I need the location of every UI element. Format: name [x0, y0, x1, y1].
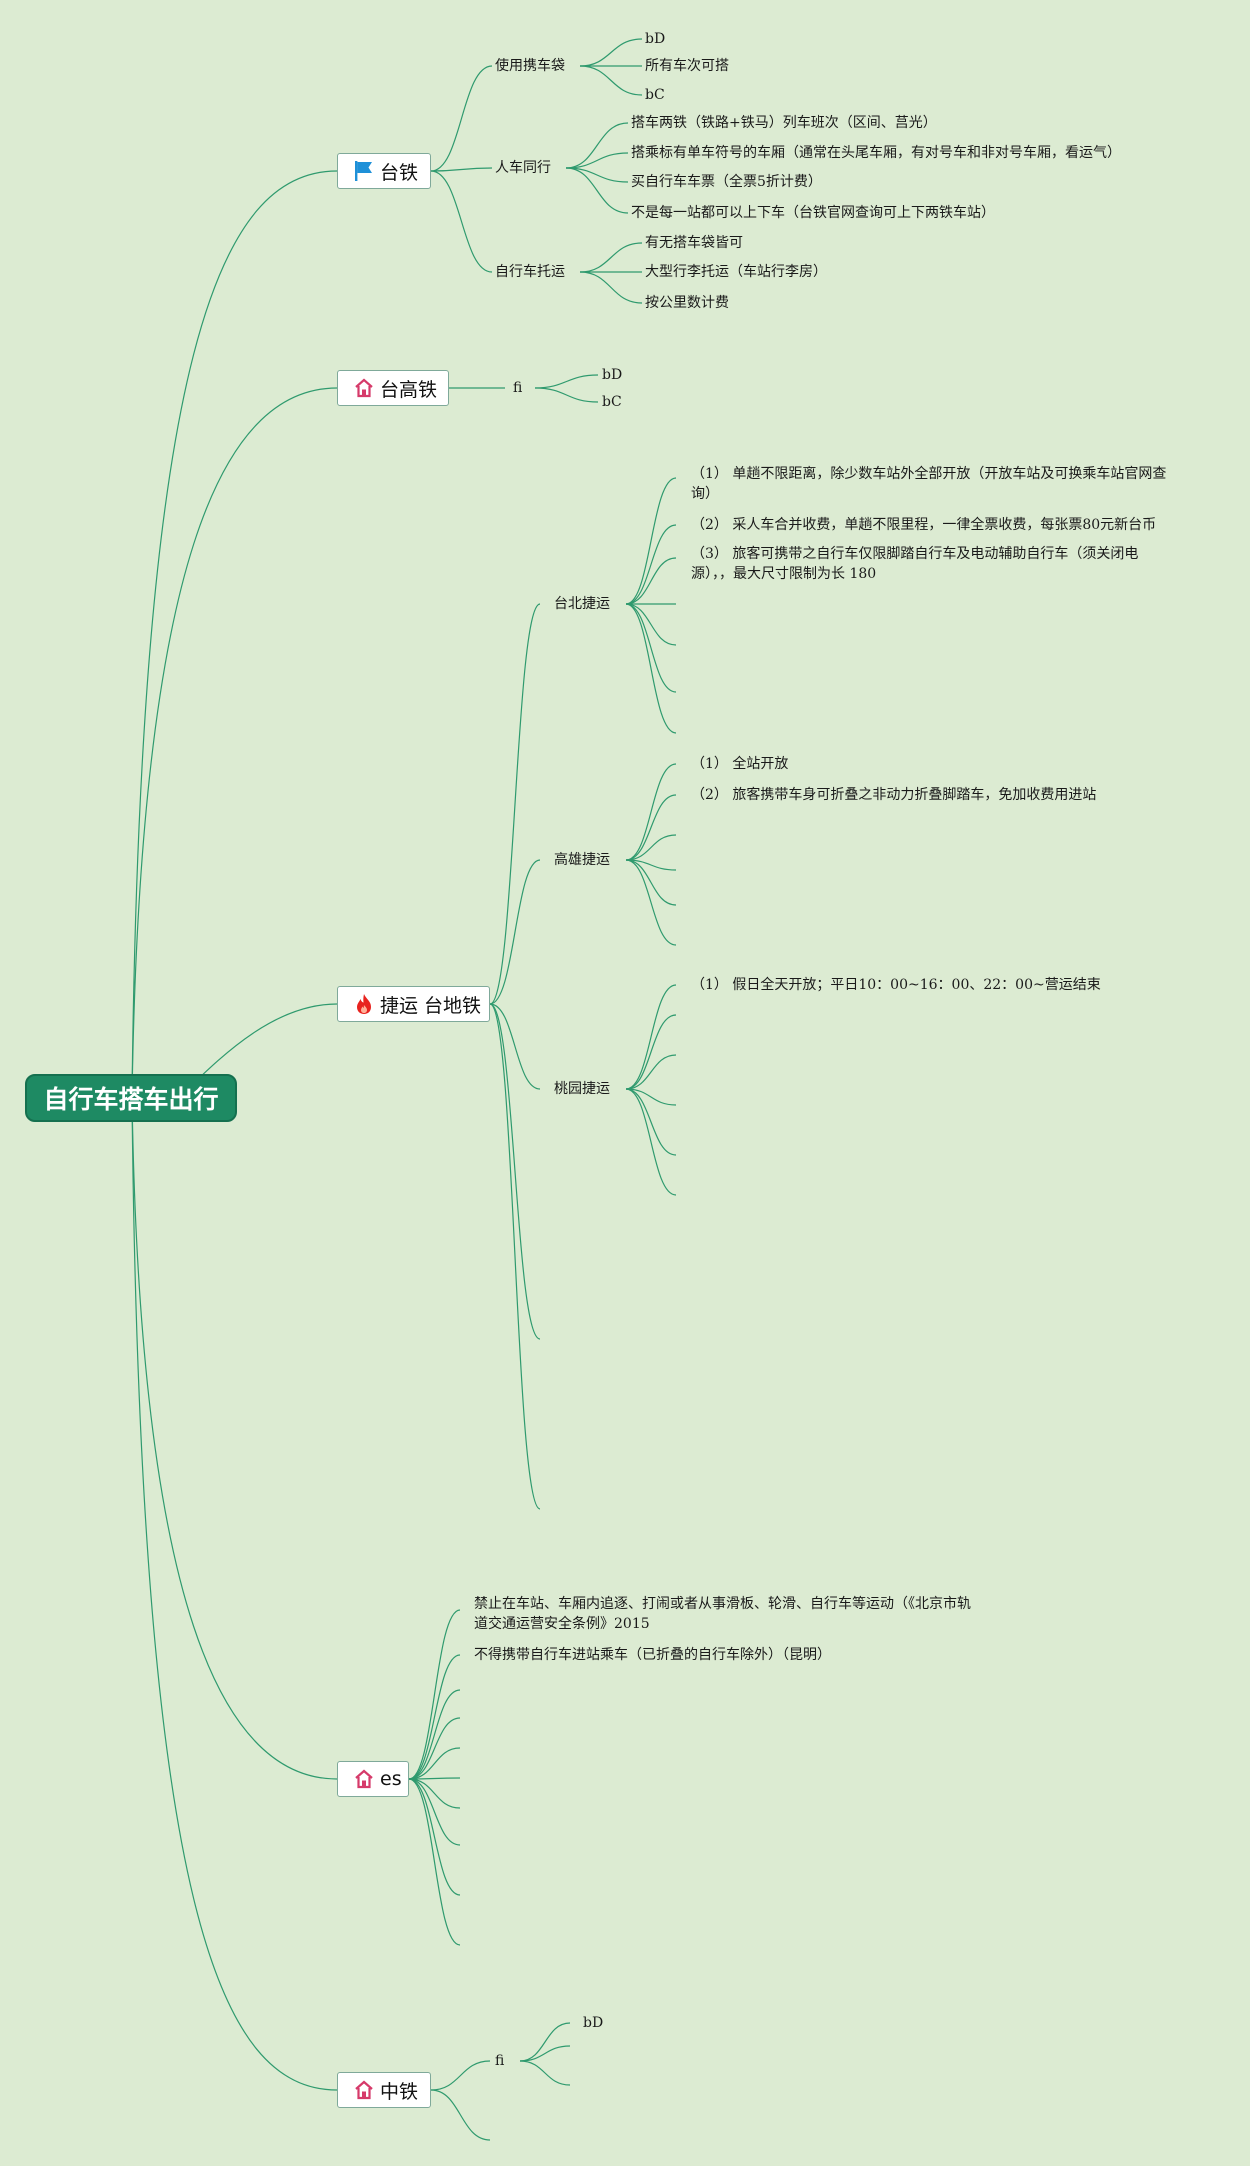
- home-icon: [355, 1769, 373, 1789]
- connector-line: [408, 1778, 461, 1896]
- topic-label: es: [380, 1768, 402, 1790]
- subtopic-bag[interactable]: 使用携车袋: [495, 58, 565, 74]
- leaf[interactable]: 禁止在车站、车厢内追逐、打闹或者从事滑板、轮滑、自行车等运动（《北京市轨道交通运…: [474, 1596, 971, 1632]
- topic-zhongtie[interactable]: 中铁: [337, 2072, 431, 2108]
- leaf[interactable]: 搭车两铁（铁路+铁马）列车班次（区间、莒光）: [631, 115, 937, 131]
- connector-line: [430, 65, 493, 172]
- subtopic-taoyuan[interactable]: 桃园捷运: [554, 1081, 610, 1097]
- connector-line: [625, 1088, 677, 1196]
- home-icon: [355, 378, 373, 398]
- connector-line: [534, 374, 599, 389]
- topic-jieyun[interactable]: 捷运 台地铁: [337, 986, 490, 1022]
- connector-line: [408, 1778, 461, 1846]
- connector-line: [625, 1088, 677, 1106]
- connector-line: [430, 170, 493, 273]
- connector-line: [489, 603, 541, 1005]
- topic-label: 中铁: [380, 2080, 419, 2103]
- leaf[interactable]: （2） 采人车合并收费，单趟不限里程，一律全票收费，每张票80元新台币: [691, 517, 1157, 533]
- connector-line: [625, 859, 677, 946]
- leaf[interactable]: （1） 假日全天开放；平日10：00~16：00、22：00~营运结束: [691, 977, 1101, 993]
- connector-line: [430, 167, 493, 172]
- connector-line: [579, 65, 643, 96]
- connector-line: [408, 1609, 461, 1780]
- connector-line: [579, 271, 643, 304]
- topic-taitie[interactable]: 台铁: [337, 153, 431, 189]
- connector-line: [430, 2089, 491, 2141]
- connector-line: [625, 477, 677, 605]
- topic-es[interactable]: es: [337, 1761, 409, 1797]
- connector-line: [534, 387, 599, 403]
- leaf[interactable]: bD: [602, 367, 623, 383]
- leaf[interactable]: bC: [602, 394, 622, 410]
- leaf[interactable]: 按公里数计费: [645, 295, 729, 311]
- connector-line: [519, 2022, 571, 2062]
- connector-line: [579, 242, 643, 273]
- root-topic[interactable]: 自行车搭车出行: [25, 1074, 237, 1122]
- connector-line: [408, 1778, 461, 1946]
- leaf[interactable]: 搭乘标有单车符号的车厢（通常在头尾车厢，有对号车和非对号车厢，看运气）: [631, 145, 1121, 161]
- connector-line: [565, 152, 629, 169]
- leaf[interactable]: 买自行车车票（全票5折计费）: [631, 174, 822, 190]
- leaf[interactable]: （1） 全站开放: [691, 756, 789, 772]
- fire-icon: [357, 994, 371, 1014]
- connector-line: [625, 557, 677, 605]
- topic-label: 台高铁: [380, 378, 438, 401]
- connector-line: [625, 859, 677, 906]
- connector-line: [625, 603, 677, 646]
- leaf[interactable]: 不是每一站都可以上下车（台铁官网查询可上下两铁车站）: [631, 205, 995, 221]
- connector-line: [625, 603, 677, 734]
- leaf[interactable]: 不得携带自行车进站乘车（已折叠的自行车除外）（昆明）: [474, 1647, 831, 1663]
- subtopic-fi[interactable]: fi: [513, 380, 523, 396]
- connector-line: [625, 763, 677, 861]
- connector-line: [565, 167, 629, 214]
- connector-line: [625, 524, 677, 605]
- connector-line: [625, 984, 677, 1090]
- connector-line: [408, 1689, 461, 1780]
- connector-line: [489, 1003, 541, 1510]
- leaf[interactable]: （3） 旅客可携带之自行车仅限脚踏自行车及电动辅助自行车（须关闭电源），，最大尺…: [691, 546, 1139, 582]
- topic-label: 台铁: [380, 161, 419, 184]
- topic-taigaotie[interactable]: 台高铁: [337, 370, 449, 406]
- leaf[interactable]: 有无搭车袋皆可: [645, 235, 743, 251]
- connector-line: [519, 2045, 571, 2062]
- connector-line: [579, 38, 643, 67]
- leaf[interactable]: bC: [645, 87, 665, 103]
- connector-line: [625, 1054, 677, 1090]
- leaf[interactable]: bD: [645, 31, 666, 47]
- connector-line: [489, 1003, 541, 1090]
- connector-line: [131, 170, 338, 1099]
- connector-line: [408, 1747, 461, 1780]
- connector-line: [625, 603, 677, 693]
- connector-line: [625, 1088, 677, 1156]
- subtopic-kaohsiung[interactable]: 高雄捷运: [554, 852, 610, 868]
- connector-line: [625, 1014, 677, 1090]
- connector-line: [625, 794, 677, 861]
- connector-line: [131, 1097, 338, 2091]
- connector-line: [489, 859, 541, 1005]
- connector-line: [408, 1778, 461, 1809]
- connector-line: [131, 387, 338, 1099]
- connector-line: [408, 1654, 461, 1780]
- connector-line: [519, 2060, 571, 2086]
- home-icon: [355, 2080, 373, 2100]
- subtopic-consign[interactable]: 自行车托运: [495, 264, 565, 280]
- leaf[interactable]: bD: [583, 2015, 604, 2031]
- leaf[interactable]: （2） 旅客携带车身可折叠之非动力折叠脚踏车，免加收费用进站: [691, 787, 1097, 803]
- connector-line: [430, 2060, 491, 2091]
- topic-label: 捷运 台地铁: [380, 994, 482, 1017]
- connector-line: [131, 1097, 338, 1780]
- connector-line: [625, 834, 677, 861]
- connector-line: [408, 1717, 461, 1780]
- leaf[interactable]: （1） 单趟不限距离，除少数车站外全部开放（开放车站及可换乘车站官网查询）: [691, 466, 1167, 502]
- leaf[interactable]: 大型行李托运（车站行李房）: [645, 264, 827, 280]
- connector-line: [565, 122, 629, 169]
- connector-line: [565, 167, 629, 183]
- connector-line: [489, 1003, 541, 1340]
- subtopic-fi[interactable]: fi: [495, 2053, 505, 2069]
- subtopic-together[interactable]: 人车同行: [495, 160, 551, 176]
- leaf[interactable]: 所有车次可搭: [645, 58, 729, 74]
- subtopic-taipei[interactable]: 台北捷运: [554, 596, 610, 612]
- flag-icon: [355, 161, 372, 181]
